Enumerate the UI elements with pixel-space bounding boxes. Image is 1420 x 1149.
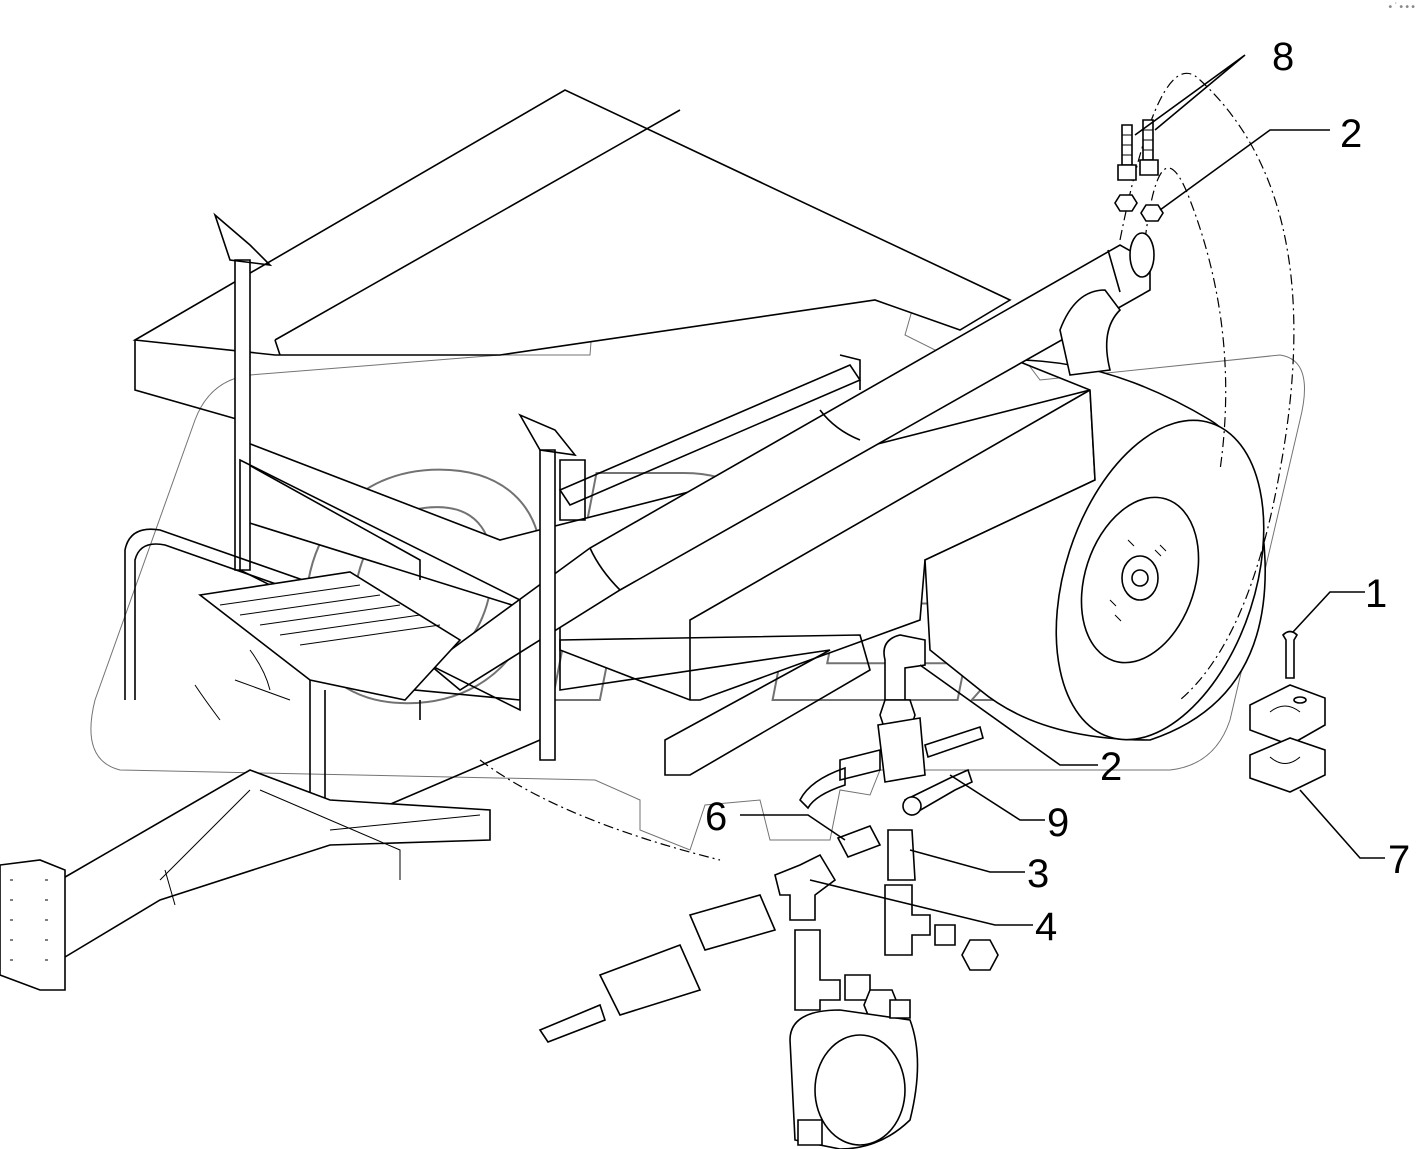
leader-6 (740, 814, 846, 841)
callout-2-mid: 2 (1100, 745, 1122, 789)
arm-bracket (558, 354, 862, 506)
wheel-bolts (1109, 539, 1167, 622)
leader-2a (1159, 129, 1330, 211)
spout-elbow (1059, 289, 1122, 376)
skid-frame (559, 634, 871, 776)
feed-tray-slats (219, 584, 441, 646)
pump-face (814, 1034, 906, 1146)
clamp-lower (1249, 737, 1326, 793)
hose-coupler-left (688, 894, 777, 951)
left-post-hook (213, 212, 273, 267)
hopper-lid-ridge (134, 109, 681, 421)
leader-lines (740, 54, 1385, 926)
callout-6: 6 (705, 795, 727, 839)
callout-8: 8 (1272, 35, 1294, 79)
mid-post-hook (518, 413, 586, 521)
tee-left (774, 853, 837, 921)
wheel-rim (1080, 496, 1200, 664)
wheel-tire (1055, 419, 1265, 741)
tongue-frame (59, 769, 491, 962)
hitch-holes (10, 879, 48, 961)
feed-tray (198, 571, 462, 701)
pump-port (797, 1119, 823, 1146)
leader-3 (909, 849, 1025, 873)
clamp-bolt (1281, 630, 1299, 679)
clamp-upper-notch (1269, 705, 1301, 713)
leader-1 (1292, 591, 1365, 633)
elbow-fitting (883, 634, 926, 701)
tee-lower (794, 929, 841, 1011)
hopper-lid (132, 89, 1012, 356)
callout-4: 4 (1035, 905, 1057, 949)
union-fitting (836, 825, 882, 858)
callout-3: 3 (1027, 852, 1049, 896)
clamp-upper (1249, 684, 1326, 746)
hose-nozzle (538, 1003, 607, 1043)
hitch-plate (0, 859, 66, 991)
clamp-hole (1293, 696, 1307, 704)
wheel-hub (1121, 555, 1159, 601)
lower-nipple (844, 974, 871, 1001)
leader-8 (1134, 54, 1246, 136)
nut-pair (1114, 194, 1164, 222)
auger-bands (589, 249, 1121, 591)
chain-links (194, 649, 291, 721)
callout-2-top: 2 (1340, 112, 1362, 156)
callout-labels: 8 2 1 2 9 6 3 4 7 (705, 35, 1410, 949)
machine-body (0, 72, 1295, 991)
tee-right (884, 884, 931, 956)
left-post (234, 259, 251, 571)
clamp-lower-notch (1269, 756, 1301, 764)
wheel-hub-cap (1131, 569, 1149, 587)
cross-arm-right (924, 725, 984, 759)
auger-end (1129, 232, 1155, 278)
leader-2b (919, 664, 1098, 766)
screw-pair (1117, 119, 1159, 181)
callout-1: 1 (1365, 572, 1387, 616)
handle-loop (124, 528, 361, 700)
hydraulic-fittings (538, 119, 1326, 1149)
callout-7: 7 (1388, 838, 1410, 882)
small-nut (961, 939, 999, 971)
cross-arm-left (799, 748, 881, 810)
mid-post (539, 449, 556, 761)
dots-icon: •˙••• (1387, 2, 1416, 13)
swing-arc-2 (1144, 167, 1227, 471)
hose-dash (479, 759, 721, 861)
leader-7 (1299, 789, 1385, 859)
cross-block (877, 717, 926, 783)
straight-coupling (887, 829, 916, 881)
pump-port-top (889, 999, 911, 1019)
small-nipple (934, 924, 956, 946)
leader-4 (809, 879, 1033, 926)
leader-9 (949, 774, 1045, 821)
callout-9: 9 (1047, 801, 1069, 845)
quick-coupler (598, 943, 702, 1016)
cross-knob (902, 796, 922, 816)
tongue-bars (159, 789, 481, 906)
